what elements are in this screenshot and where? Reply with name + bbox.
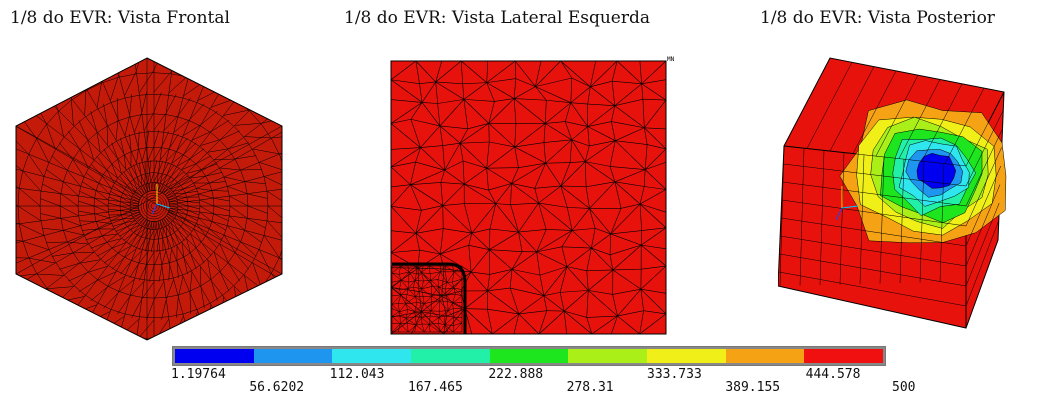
view-marker: MN xyxy=(667,56,675,63)
axis-triad-icon xyxy=(151,184,171,215)
legend-label-upper: 222.888 xyxy=(488,367,544,382)
legend-swatch-5 xyxy=(489,349,569,363)
legend-swatch-6 xyxy=(568,349,648,363)
back-view-contour xyxy=(778,57,1007,329)
legend-swatch-1 xyxy=(175,349,254,363)
legend-label-lower: 389.155 xyxy=(725,380,781,395)
title-front-view: 1/8 do EVR: Vista Frontal xyxy=(10,8,230,28)
title-back-view: 1/8 do EVR: Vista Posterior xyxy=(760,8,995,28)
left-view-mesh xyxy=(390,60,667,335)
legend-swatch-3 xyxy=(332,349,412,363)
legend-label-upper: 333.733 xyxy=(647,367,702,382)
legend-label-upper: 444.578 xyxy=(805,367,861,382)
legend-label-lower: 56.6202 xyxy=(249,380,305,395)
legend-swatch-2 xyxy=(253,349,333,363)
legend-label-lower: 167.465 xyxy=(408,380,463,395)
legend-label-upper: 112.043 xyxy=(329,367,385,382)
legend-swatch-7 xyxy=(647,349,726,363)
front-view-mesh xyxy=(15,57,283,341)
legend-label-lower: 500 xyxy=(892,380,916,395)
legend-swatch-9 xyxy=(804,349,884,363)
legend-swatch-8 xyxy=(725,349,805,363)
legend-label-upper: 1.19764 xyxy=(171,367,226,382)
color-legend-bar xyxy=(172,346,886,366)
axis-triad-icon xyxy=(835,186,859,221)
legend-swatch-4 xyxy=(411,349,490,363)
legend-label-lower: 278.31 xyxy=(566,380,614,395)
title-left-view: 1/8 do EVR: Vista Lateral Esquerda xyxy=(344,8,650,28)
